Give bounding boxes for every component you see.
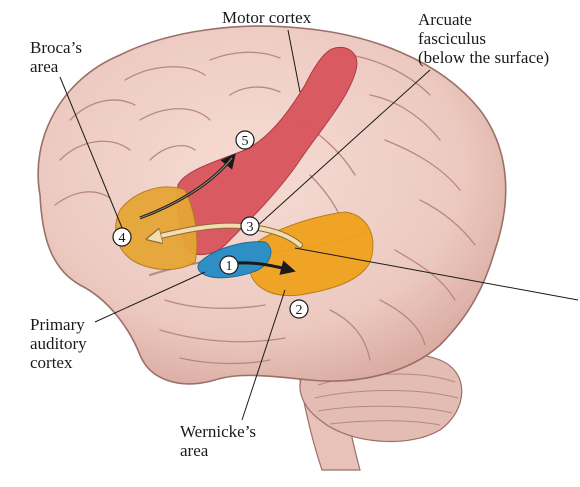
primary-line-2: auditory bbox=[30, 334, 87, 353]
step-5-label: 5 bbox=[242, 134, 249, 149]
broca-line-1: Broca’s bbox=[30, 38, 82, 57]
primary-line-1: Primary bbox=[30, 315, 85, 334]
step-5-marker: 5 bbox=[235, 130, 255, 150]
step-3-label: 3 bbox=[247, 220, 254, 235]
wernicke-line-2: area bbox=[180, 441, 209, 460]
motor-cortex-text: Motor cortex bbox=[222, 8, 312, 27]
primary-auditory-cortex-label: Primary auditory cortex bbox=[30, 315, 87, 372]
arcuate-line-3: (below the surface) bbox=[418, 48, 550, 67]
arcuate-line-1: Arcuate bbox=[418, 10, 472, 29]
broca-line-2: area bbox=[30, 57, 59, 76]
step-4-label: 4 bbox=[119, 231, 126, 246]
arcuate-line-2: fasciculus bbox=[418, 29, 486, 48]
wernicke-line-1: Wernicke’s bbox=[180, 422, 257, 441]
motor-cortex-label: Motor cortex bbox=[222, 8, 311, 27]
arcuate-fasciculus-label: Arcuate fasciculus (below the surface) bbox=[418, 10, 549, 67]
leader-lines bbox=[59, 29, 579, 421]
broca-area-label: Broca’s area bbox=[30, 38, 82, 76]
arrow-auditory-to-wernicke bbox=[237, 260, 296, 275]
step-3-marker: 3 bbox=[240, 216, 260, 236]
step-2-label: 2 bbox=[296, 303, 303, 318]
step-markers: 1 2 3 4 5 bbox=[112, 130, 309, 319]
primary-line-3: cortex bbox=[30, 353, 73, 372]
wernicke-area-label: Wernicke’s area bbox=[180, 422, 256, 460]
step-1-marker: 1 bbox=[219, 255, 239, 275]
step-1-label: 1 bbox=[226, 259, 233, 274]
step-4-marker: 4 bbox=[112, 227, 132, 247]
step-2-marker: 2 bbox=[289, 299, 309, 319]
